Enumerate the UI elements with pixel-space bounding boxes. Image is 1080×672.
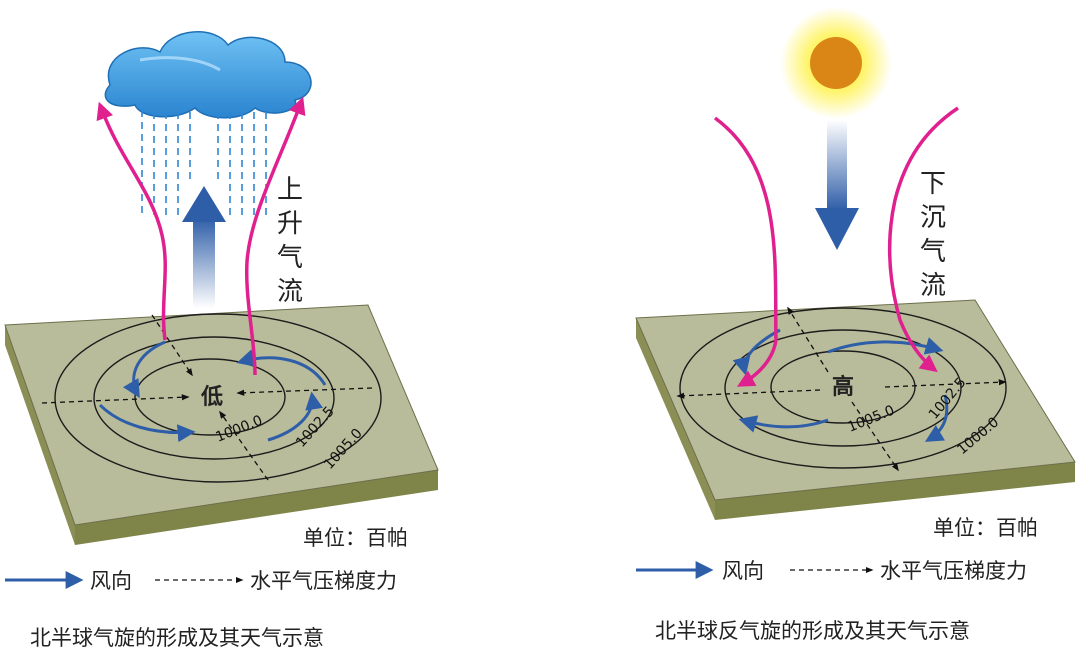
gradient-arrow-n bbox=[151, 314, 193, 377]
anticyclone-diagram: 高 1005.0 1002.5 1000.0 下 沉 气 流 单位：百帕 风向 … bbox=[635, 7, 1076, 643]
sun-icon bbox=[810, 37, 862, 89]
wind-arrow bbox=[732, 328, 781, 376]
center-label: 高 bbox=[832, 374, 854, 400]
gradient-arrow-n bbox=[787, 306, 829, 373]
svg-text:升: 升 bbox=[277, 209, 303, 239]
isobar-ring-inner bbox=[770, 350, 916, 424]
ground-plate-side-left bbox=[5, 325, 75, 545]
svg-text:气: 气 bbox=[277, 243, 303, 273]
isobar-ring-outer bbox=[54, 313, 382, 483]
svg-text:气: 气 bbox=[920, 237, 946, 267]
cyclone-diagram: 低 1000.0 1002.5 1005.0 上 bbox=[4, 31, 439, 650]
gradient-arrow-s bbox=[219, 410, 269, 481]
downdraft-label: 下 沉 气 流 bbox=[920, 169, 946, 301]
unit-label: 单位：百帕 bbox=[303, 526, 408, 550]
svg-text:流: 流 bbox=[277, 277, 303, 307]
svg-text:沉: 沉 bbox=[920, 203, 946, 233]
isobar-ring-middle bbox=[93, 336, 335, 460]
gradient-arrow-w bbox=[676, 389, 821, 399]
wind-arrow bbox=[122, 340, 166, 399]
wind-arrow bbox=[827, 337, 944, 355]
gradient-arrow-e bbox=[236, 387, 373, 396]
ground-plate-top bbox=[635, 299, 1076, 501]
rain-lines bbox=[141, 110, 267, 215]
svg-text:流: 流 bbox=[920, 271, 946, 301]
caption: 北半球反气旋的形成及其天气示意 bbox=[655, 619, 970, 643]
ground-plate-side-front bbox=[715, 462, 1075, 520]
unit-label: 单位：百帕 bbox=[933, 516, 1038, 540]
ground-plate-side-front bbox=[75, 470, 438, 545]
airflow-arrow bbox=[713, 116, 778, 387]
ground-plate-side-left bbox=[636, 318, 715, 520]
wind-arrow bbox=[924, 394, 949, 442]
svg-text:上: 上 bbox=[277, 175, 303, 205]
airflow-arrow bbox=[96, 101, 167, 341]
airflow-arrow bbox=[887, 106, 959, 373]
gradient-arrow-e bbox=[884, 379, 1007, 388]
center-label: 低 bbox=[200, 385, 223, 410]
gradient-arrow-s bbox=[851, 401, 899, 472]
wind-arrow bbox=[98, 403, 196, 443]
legend-gradient-label: 水平气压梯度力 bbox=[880, 559, 1027, 583]
downdraft-arrowhead bbox=[815, 208, 859, 250]
downdraft-column bbox=[827, 120, 847, 210]
legend-wind-label: 风向 bbox=[722, 559, 764, 583]
updraft-column bbox=[193, 218, 215, 308]
legend-wind-label: 风向 bbox=[90, 569, 132, 593]
wind-arrow bbox=[236, 349, 327, 386]
isobar-ring-middle bbox=[724, 329, 962, 447]
svg-text:下: 下 bbox=[920, 169, 946, 199]
updraft-arrowhead bbox=[182, 186, 226, 222]
isobar-ring-outer bbox=[679, 307, 1007, 469]
rain-cloud bbox=[104, 31, 312, 119]
updraft-label: 上 升 气 流 bbox=[277, 175, 303, 307]
wind-arrow bbox=[267, 391, 324, 442]
legend-gradient-label: 水平气压梯度力 bbox=[250, 569, 397, 593]
gradient-arrow-w bbox=[41, 394, 190, 404]
caption: 北半球气旋的形成及其天气示意 bbox=[30, 626, 324, 650]
airflow-arrow bbox=[244, 96, 306, 376]
wind-arrow bbox=[738, 415, 829, 433]
